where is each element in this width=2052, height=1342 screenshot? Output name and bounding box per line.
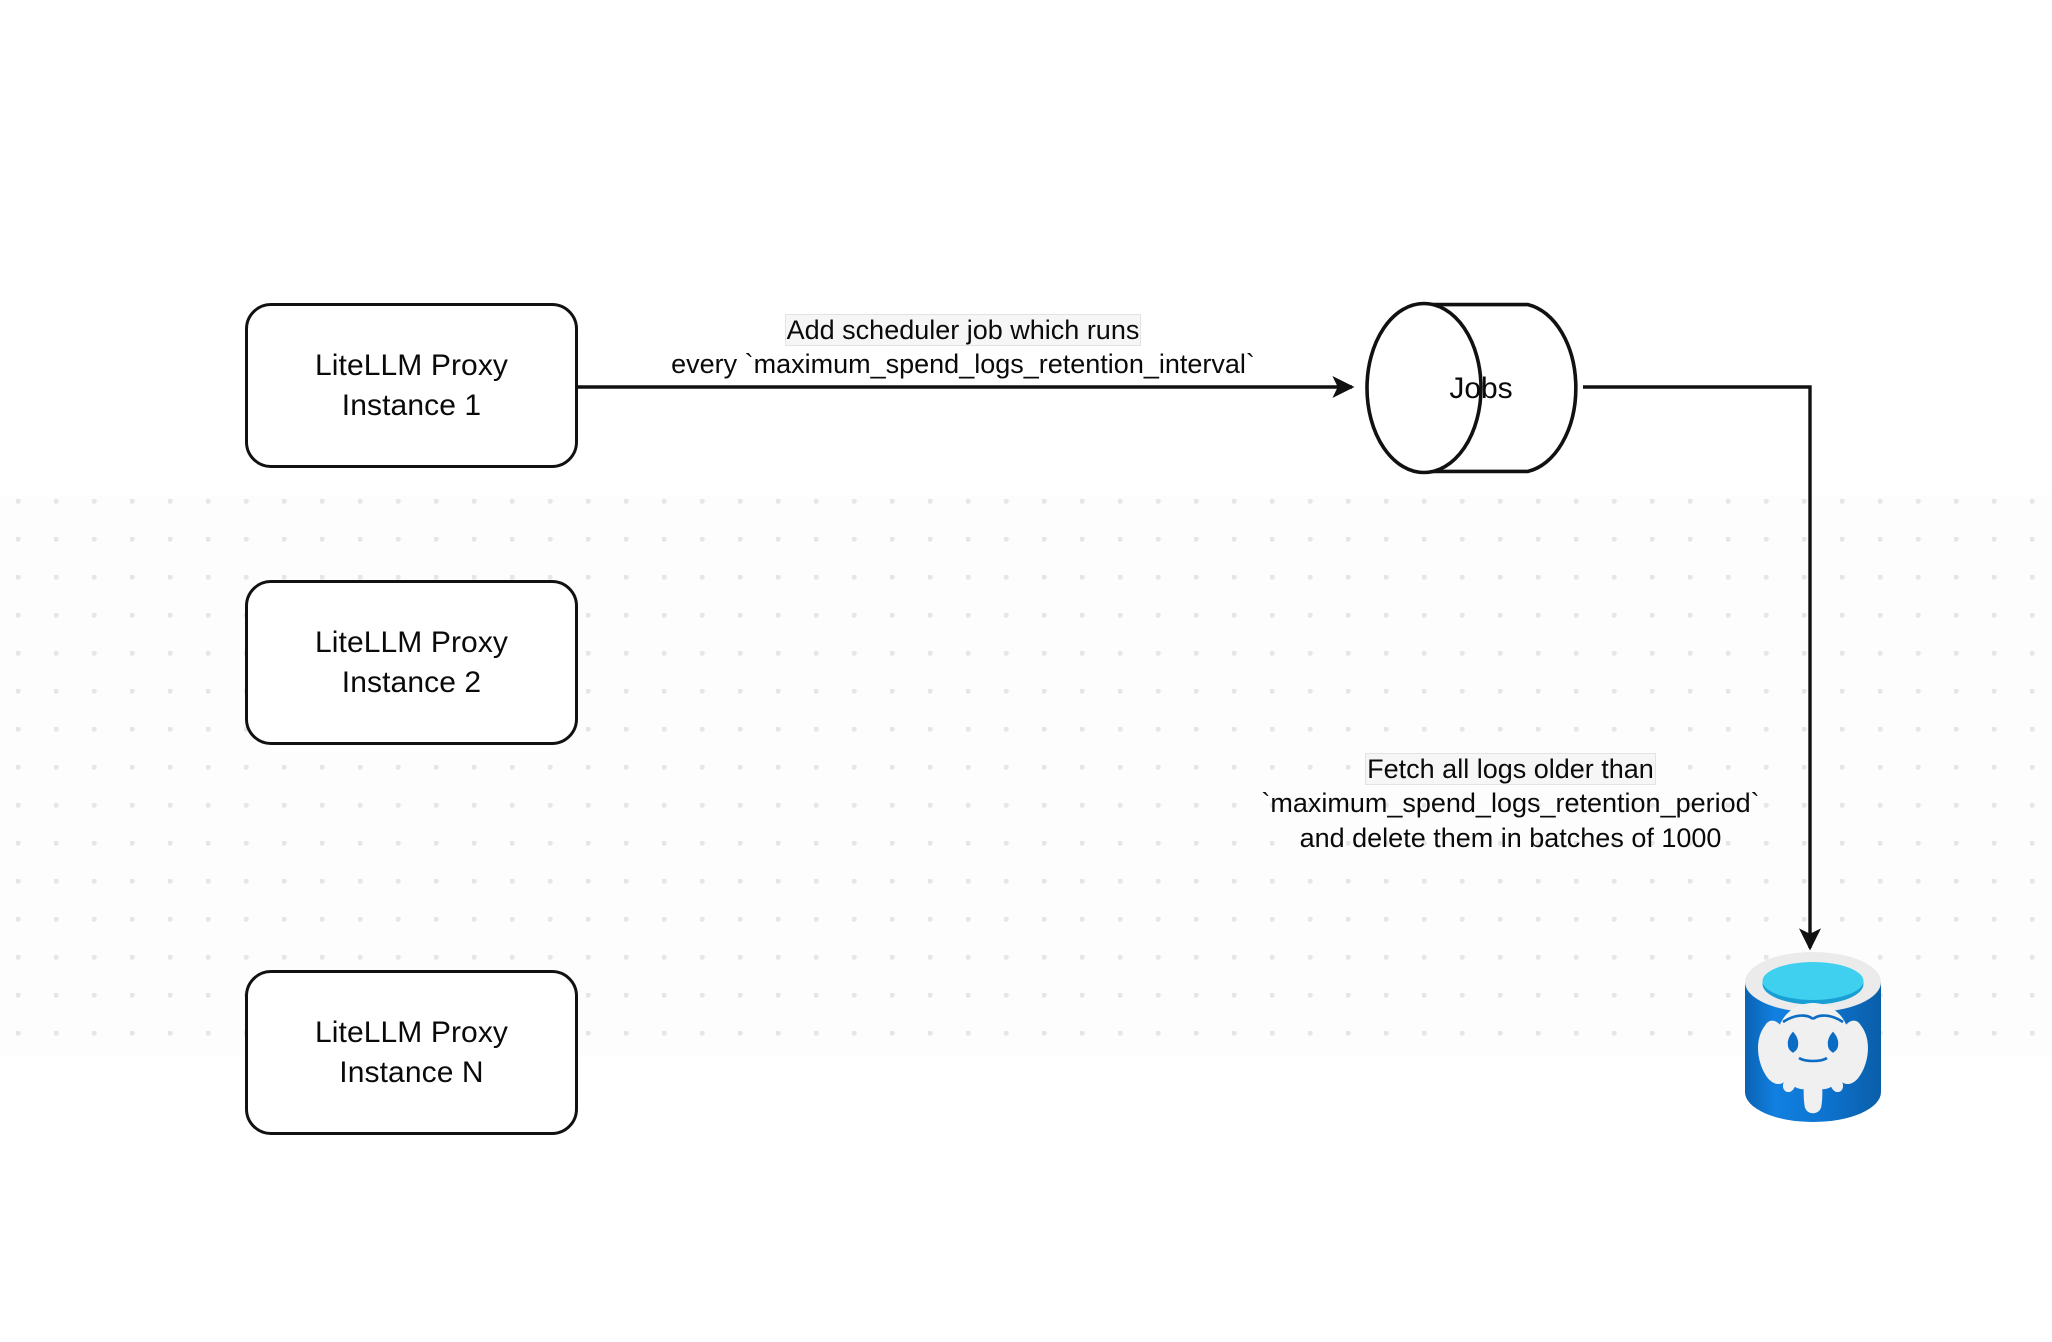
edge-label-line: Add scheduler job which runs xyxy=(784,314,1142,346)
node-proxy-instance-1[interactable]: LiteLLM Proxy Instance 1 xyxy=(245,303,578,468)
edge-label-fetch-delete: Fetch all logs older than `maximum_spend… xyxy=(1248,752,1773,855)
postgresql-database-icon xyxy=(1745,952,1881,1122)
node-label-line: Instance 1 xyxy=(341,388,482,422)
jobs-cylinder-label: Jobs xyxy=(1449,372,1513,405)
edge-label-line: and delete them in batches of 1000 xyxy=(1299,822,1722,853)
node-label-line: LiteLLM Proxy xyxy=(314,348,509,382)
connector-jobs-to-postgres xyxy=(1583,385,1822,951)
node-label-line: LiteLLM Proxy xyxy=(314,625,509,659)
edge-label-line: every `maximum_spend_logs_retention_inte… xyxy=(671,349,1255,380)
node-proxy-instance-n[interactable]: LiteLLM Proxy Instance N xyxy=(245,970,578,1135)
jobs-cylinder-shape xyxy=(1365,301,1578,475)
node-proxy-instance-2[interactable]: LiteLLM Proxy Instance 2 xyxy=(245,580,578,745)
edge-label-line: `maximum_spend_logs_retention_period` xyxy=(1261,788,1760,819)
node-label-line: LiteLLM Proxy xyxy=(314,1015,509,1049)
node-label-line: Instance 2 xyxy=(341,665,482,699)
edge-label-line: Fetch all logs older than xyxy=(1365,753,1656,785)
edge-label-scheduler-job: Add scheduler job which runs every `maxi… xyxy=(613,313,1313,382)
node-label-line: Instance N xyxy=(339,1055,484,1089)
